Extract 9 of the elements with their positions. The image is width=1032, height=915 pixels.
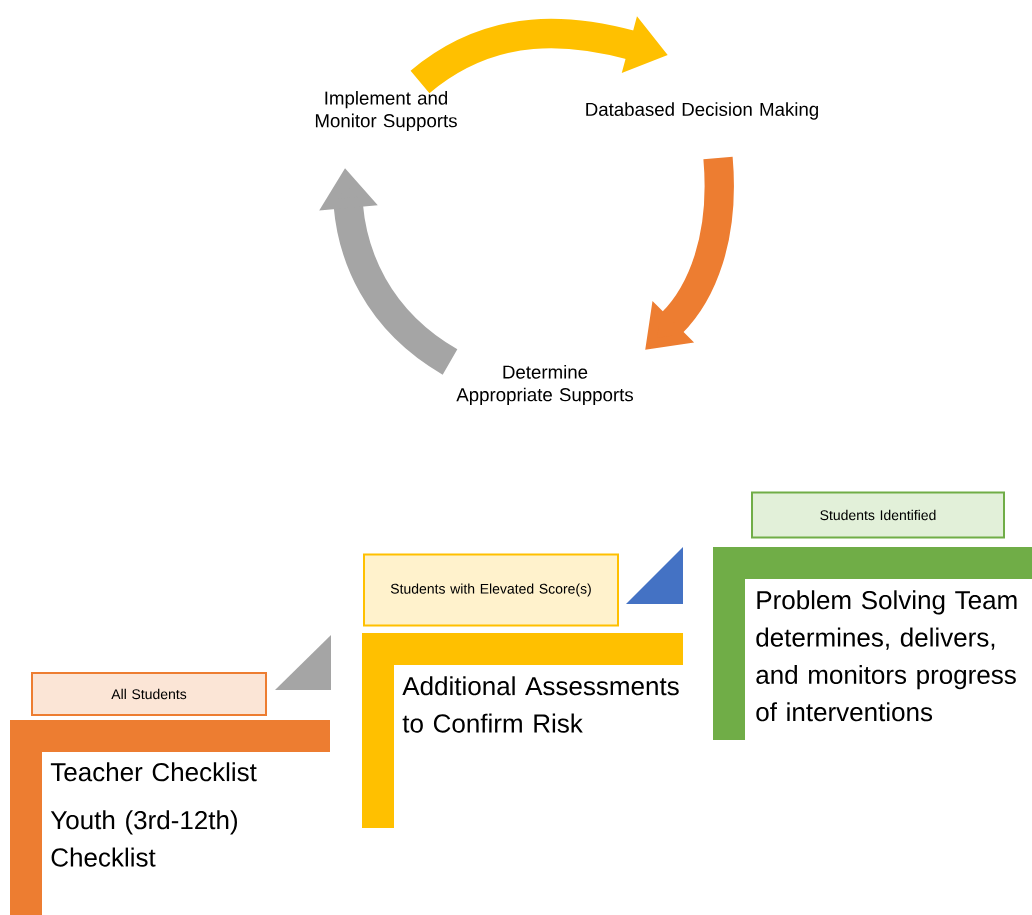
step-band: Teacher Checklist Youth (3rd-12th) Checklist — [10, 720, 330, 915]
step-band: Problem Solving Team determines, delivers, and monitors progress of interventions — [713, 547, 1032, 740]
step-label: Determine Appropriate Supports — [456, 364, 633, 406]
heading-box: Students Identified — [751, 491, 1005, 539]
heading-box: All Students — [31, 672, 267, 716]
step-label: Implement and Monitor Supports — [315, 90, 457, 131]
heading-box: Students with Elevated Score(s) — [363, 553, 619, 627]
step-band: Additional Assessments to Confirm Risk — [362, 633, 683, 828]
step-label: Databased Decision Making — [586, 102, 818, 120]
